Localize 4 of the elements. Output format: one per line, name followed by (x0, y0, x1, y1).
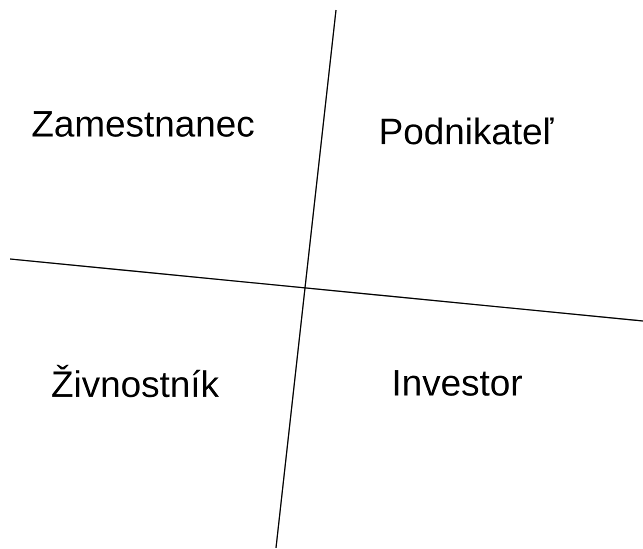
quadrant-label: Zamestnanec (32, 111, 254, 137)
quadrant-label: Investor (394, 370, 522, 396)
quadrant-label: Podnikateľ (382, 117, 554, 145)
quadrant-label: Živnostník (52, 364, 220, 398)
